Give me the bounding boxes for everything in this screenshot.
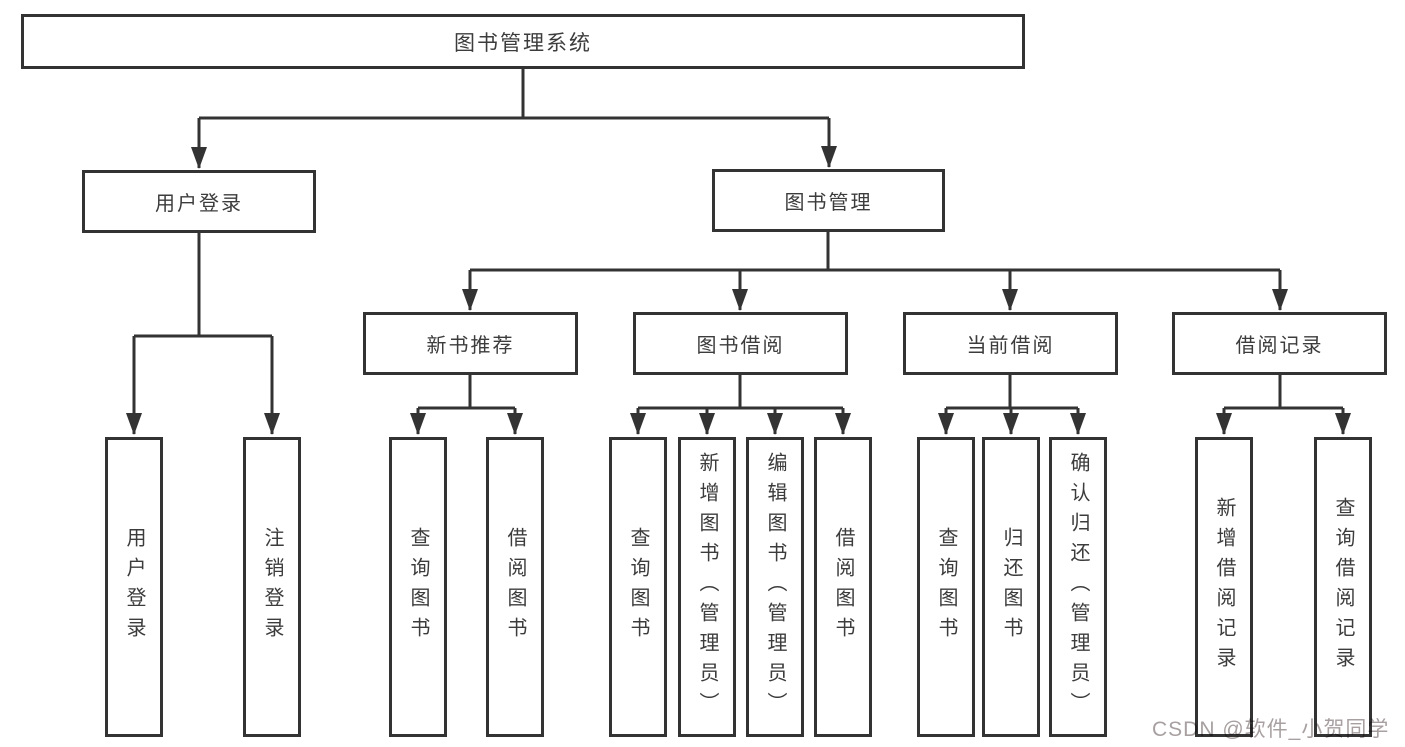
leaf-current-confirm-return-admin-label: 确认归还（管理员） xyxy=(1067,452,1089,722)
leaf-current-return-books: 归还图书 xyxy=(982,437,1040,737)
leaf-current-return-books-label: 归还图书 xyxy=(1000,527,1022,647)
leaf-logout: 注销登录 xyxy=(243,437,301,737)
leaf-recommend-borrow-books: 借阅图书 xyxy=(486,437,544,737)
connector-group xyxy=(126,69,1351,435)
node-user-login: 用户登录 xyxy=(82,170,316,233)
watermark: CSDN @软件_小贺同学 xyxy=(1152,718,1390,741)
node-system-root: 图书管理系统 xyxy=(21,14,1025,69)
node-book-borrow: 图书借阅 xyxy=(633,312,848,375)
leaf-borrow-add-books-admin-label: 新增图书（管理员） xyxy=(696,452,718,722)
leaf-borrow-edit-books-admin: 编辑图书（管理员） xyxy=(746,437,804,737)
leaf-borrow-borrow-books-label: 借阅图书 xyxy=(832,527,854,647)
node-new-book-recommend: 新书推荐 xyxy=(363,312,578,375)
leaf-user-login-label: 用户登录 xyxy=(123,527,145,647)
leaf-borrow-edit-books-admin-label: 编辑图书（管理员） xyxy=(764,452,786,722)
leaf-recommend-borrow-books-label: 借阅图书 xyxy=(504,527,526,647)
leaf-current-query-books: 查询图书 xyxy=(917,437,975,737)
node-borrow-records: 借阅记录 xyxy=(1172,312,1387,375)
node-current-borrow: 当前借阅 xyxy=(903,312,1118,375)
leaf-current-query-books-label: 查询图书 xyxy=(935,527,957,647)
leaf-records-add-record: 新增借阅记录 xyxy=(1195,437,1253,737)
leaf-borrow-query-books-label: 查询图书 xyxy=(627,527,649,647)
node-book-management: 图书管理 xyxy=(712,169,945,232)
leaf-current-confirm-return-admin: 确认归还（管理员） xyxy=(1049,437,1107,737)
leaf-user-login: 用户登录 xyxy=(105,437,163,737)
leaf-records-query-record-label: 查询借阅记录 xyxy=(1332,497,1354,677)
leaf-recommend-query-books-label: 查询图书 xyxy=(407,527,429,647)
leaf-recommend-query-books: 查询图书 xyxy=(389,437,447,737)
leaf-borrow-borrow-books: 借阅图书 xyxy=(814,437,872,737)
leaf-borrow-add-books-admin: 新增图书（管理员） xyxy=(678,437,736,737)
leaf-records-add-record-label: 新增借阅记录 xyxy=(1213,497,1235,677)
leaf-borrow-query-books: 查询图书 xyxy=(609,437,667,737)
leaf-records-query-record: 查询借阅记录 xyxy=(1314,437,1372,737)
leaf-logout-label: 注销登录 xyxy=(261,527,283,647)
